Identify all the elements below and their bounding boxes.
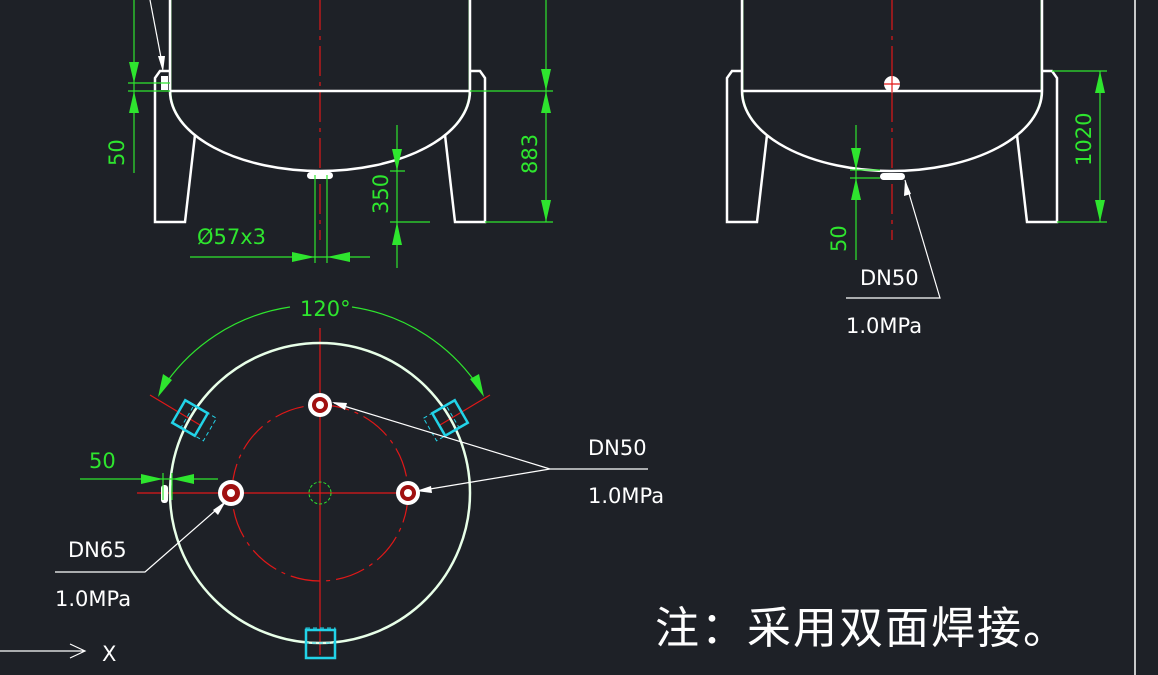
vessel-shell <box>168 0 472 173</box>
side-elevation: DN50 1.0MPa 1020 50 <box>725 0 1107 338</box>
plan-view: 120° 50 DN50 1.0MPa DN65 1.0MPa X <box>0 297 664 666</box>
leader-arrow <box>158 56 165 72</box>
support-upper-right <box>422 398 470 442</box>
pipe-size-label: Ø57x3 <box>197 225 266 249</box>
nozzle-right <box>396 481 420 505</box>
dim-50-label: 50 <box>105 139 129 166</box>
front-elevation: 50 883 350 Ø57x3 <box>105 0 553 268</box>
leg-centerlines <box>149 394 491 426</box>
nozzle-top <box>308 393 332 417</box>
nozzle-pressure: 1.0MPa <box>846 314 922 338</box>
right-leg <box>443 69 487 224</box>
dim-350-label: 350 <box>369 174 393 214</box>
leader-dn50 <box>333 402 648 492</box>
left-leg <box>153 69 197 224</box>
dim-883-label: 883 <box>518 134 542 174</box>
nozzle-cross <box>884 76 900 92</box>
right-leg <box>1015 69 1059 224</box>
center-drain <box>308 481 332 505</box>
leader-dn65 <box>55 502 225 573</box>
left-leg <box>725 69 769 224</box>
dn50-pressure: 1.0MPa <box>588 484 664 508</box>
dn65-pressure: 1.0MPa <box>55 587 131 611</box>
dim-arrows-50 <box>851 148 861 200</box>
bottom-nozzle <box>307 172 333 179</box>
leader-arrow-dn65 <box>213 501 226 515</box>
centerline-cross <box>137 328 415 655</box>
support-upper-left <box>170 398 218 442</box>
nozzle-label: DN50 <box>860 266 919 290</box>
dim-line-350 <box>390 125 430 268</box>
dim-arrows-350 <box>392 149 402 245</box>
dim-line-pipe <box>190 175 370 263</box>
dim-line-883 <box>470 0 553 223</box>
side-nozzle <box>161 485 168 503</box>
leader-arrows-dn50 <box>332 402 432 493</box>
dn50-label: DN50 <box>588 436 647 460</box>
nozzle-left <box>218 480 244 506</box>
dim-50-label: 50 <box>827 225 851 252</box>
dim-50-label: 50 <box>89 449 116 473</box>
angle-label: 120° <box>300 297 351 321</box>
dim-arrows-50 <box>129 62 139 113</box>
dn65-label: DN65 <box>68 538 127 562</box>
leader-line <box>846 179 941 299</box>
leader-arrow <box>904 180 911 196</box>
dim-arrows-pipe <box>292 252 350 262</box>
bottom-nozzle <box>880 173 905 180</box>
angle-arc <box>159 306 483 393</box>
x-axis-arrow-icon <box>0 643 87 659</box>
support-bottom <box>304 628 337 660</box>
x-axis-label: X <box>102 642 116 666</box>
dim-arrows-50 <box>141 474 194 484</box>
dim-1020-label: 1020 <box>1072 113 1096 166</box>
dim-line-50 <box>128 0 170 173</box>
welding-note: 注：采用双面焊接。 <box>655 603 1069 654</box>
dim-arrows-883 <box>541 69 551 222</box>
dim-line-1020 <box>1052 70 1107 223</box>
